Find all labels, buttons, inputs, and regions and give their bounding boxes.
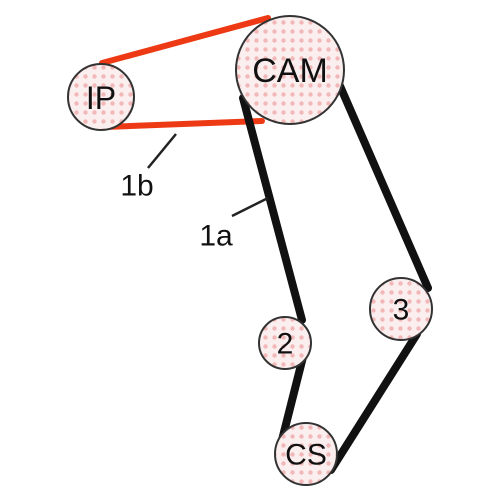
- pulley-ip-disc: [67, 63, 135, 131]
- pulley-2-label: 2: [277, 328, 294, 361]
- pulley-cs: CS: [274, 422, 338, 486]
- pulley-2: 2: [258, 316, 312, 370]
- primary-belt-3-to-cam: [336, 82, 432, 292]
- pulley-cam: CAM: [235, 15, 345, 125]
- pulley-cam-disc: [235, 15, 345, 125]
- pulley-3: 3: [369, 277, 433, 341]
- pulley-3-disc: [369, 277, 433, 341]
- leader-line-1b: [147, 133, 177, 169]
- pulley-2-disc: [258, 316, 312, 370]
- pulley-3-label: 3: [393, 294, 410, 327]
- pulley-cam-label: CAM: [252, 52, 328, 90]
- secondary-belt-upper-span: [99, 15, 271, 66]
- primary-belt-2-to-cs: [278, 349, 308, 444]
- pulley-cs-disc: [274, 422, 338, 486]
- pulley-ip: IP: [67, 63, 135, 131]
- pulley-cs-label: CS: [285, 439, 327, 472]
- primary-belt: [239, 82, 432, 474]
- secondary-belt: [99, 15, 271, 130]
- belt-label-1b: 1b: [120, 170, 153, 203]
- belt-label-1a: 1a: [199, 220, 233, 253]
- leader-lines: [147, 133, 269, 218]
- primary-belt-cs-to-3: [327, 330, 421, 474]
- leader-line-1a: [231, 196, 269, 218]
- primary-belt-cam-to-2: [239, 94, 306, 324]
- pulley-ip-label: IP: [86, 80, 116, 116]
- secondary-belt-lower-span: [101, 118, 265, 130]
